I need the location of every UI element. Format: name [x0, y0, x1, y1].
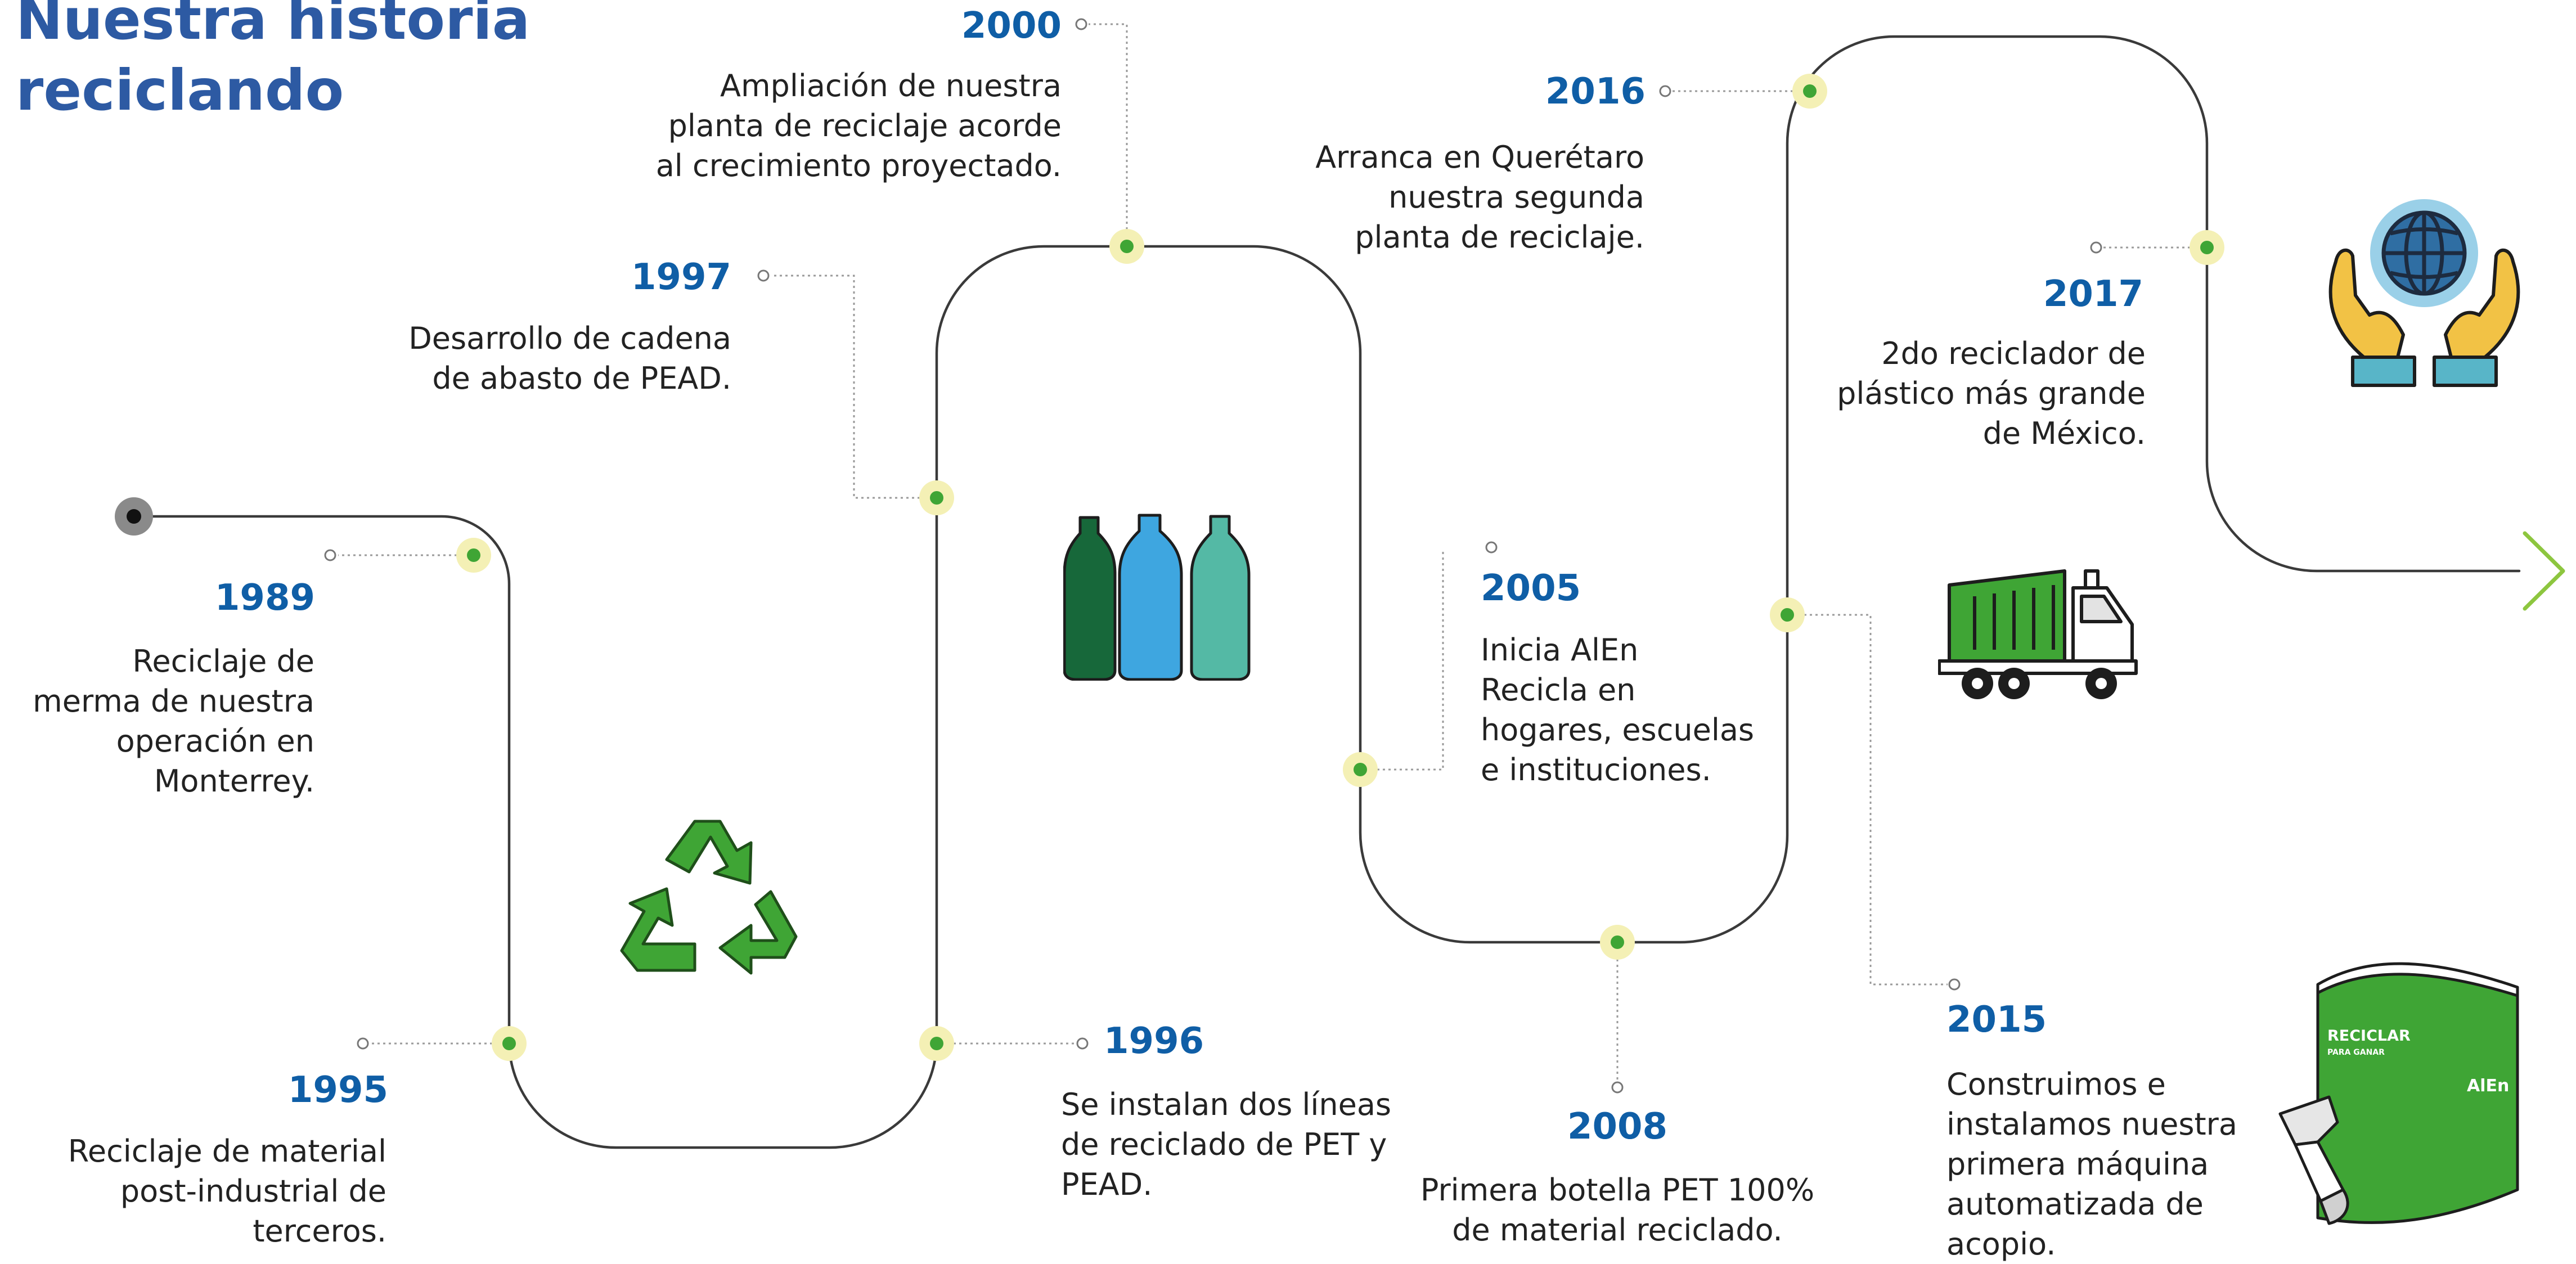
machine-label-line2: PARA GANAR	[2327, 1048, 2385, 1057]
node-1997	[919, 480, 954, 515]
recycle-icon	[620, 820, 798, 975]
year-1989: 1989	[214, 577, 315, 619]
globe-hands-icon	[2328, 199, 2520, 387]
node-2005	[1343, 752, 1378, 787]
year-2008: 2008	[1567, 1106, 1668, 1148]
arrow-right-icon	[2523, 531, 2565, 611]
node-2015	[1770, 597, 1805, 632]
node-2016	[1792, 74, 1827, 109]
machine-label-line1: RECICLAR	[2327, 1027, 2411, 1045]
year-2005: 2005	[1481, 568, 1581, 609]
connector-2015	[1787, 614, 1948, 986]
year-2016: 2016	[1545, 71, 1646, 113]
page-title: Nuestra historia reciclando	[16, 0, 531, 123]
node-1996	[919, 1026, 954, 1061]
connector-2005	[1360, 548, 1444, 771]
node-1995	[492, 1026, 527, 1061]
collection-machine-icon: RECICLAR PARA GANAR AlEn	[2278, 962, 2519, 1225]
connector-2000	[1089, 23, 1128, 246]
timeline-start-marker	[115, 497, 153, 536]
year-2017: 2017	[2043, 273, 2143, 315]
year-1996: 1996	[1104, 1020, 1204, 1062]
timeline-main-line	[132, 35, 2521, 1149]
node-2017	[2190, 230, 2224, 265]
year-1997: 1997	[631, 257, 731, 298]
milestone-2008-text: Primera botella PET 100%de material reci…	[1420, 1172, 1815, 1248]
node-2008	[1600, 925, 1635, 960]
machine-brand: AlEn	[2467, 1076, 2509, 1096]
connector-1997	[771, 275, 937, 499]
year-2000: 2000	[961, 5, 1062, 47]
bottles-icon	[1063, 514, 1251, 681]
node-1989	[456, 538, 491, 573]
year-2015: 2015	[1946, 999, 2047, 1041]
truck-icon	[1938, 569, 2138, 699]
node-2000	[1109, 229, 1144, 264]
year-1995: 1995	[287, 1069, 388, 1111]
